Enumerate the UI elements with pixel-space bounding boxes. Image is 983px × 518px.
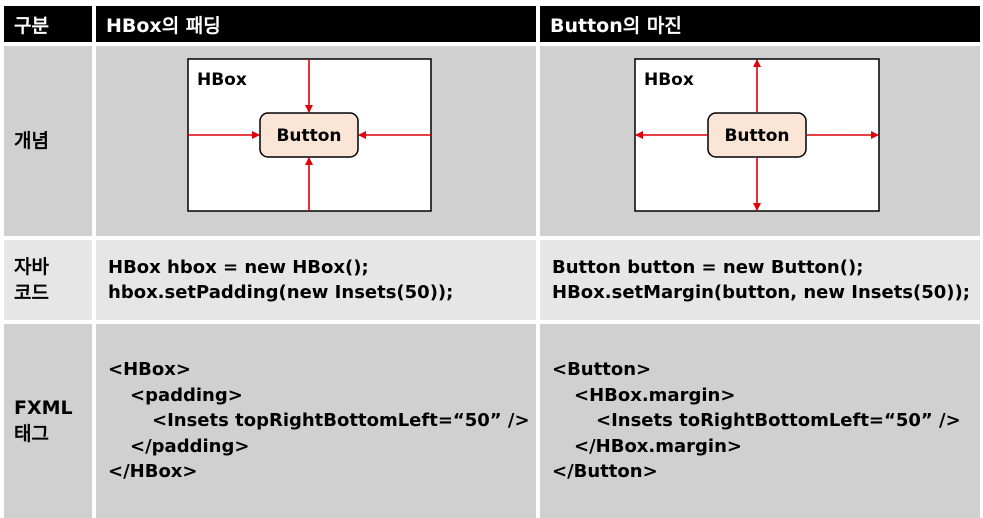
fxml-line: </padding> xyxy=(130,435,250,457)
fxml-line: <HBox> xyxy=(108,359,191,381)
padding-diagram-cell: HBox Button xyxy=(96,46,536,236)
fxml-line: </HBox> xyxy=(108,461,198,483)
header-padding-text: HBox의 패딩 xyxy=(106,14,221,37)
button-rect xyxy=(707,112,807,158)
fxml-line: <Button> xyxy=(552,359,652,381)
padding-diagram: HBox Button xyxy=(187,58,432,212)
fxml-line: <Insets toRightBottomLeft=“50” /> xyxy=(596,410,961,432)
header-category-text: 구분 xyxy=(14,14,49,37)
fxml-line: <Insets topRightBottomLeft=“50” /> xyxy=(152,410,530,432)
code-line: HBox.setMargin(button, new Insets(50)); xyxy=(552,282,970,303)
hbox-label: HBox xyxy=(644,70,694,90)
code-line: hbox.setPadding(new Insets(50)); xyxy=(108,282,454,303)
comparison-table: 구분 HBox의 패딩 Button의 마진 개념 HBox Button xyxy=(4,6,980,518)
row-label-concept: 개념 xyxy=(4,46,92,236)
header-padding: HBox의 패딩 xyxy=(96,6,536,42)
padding-fxml-code: <HBox> <padding> <Insets topRightBottomL… xyxy=(96,324,536,518)
fxml-line: </Button> xyxy=(552,461,658,483)
margin-java-code: Button button = new Button(); HBox.setMa… xyxy=(540,240,980,320)
header-margin: Button의 마진 xyxy=(540,6,980,42)
row-label-fxml: FXML 태그 xyxy=(4,324,92,518)
row-label-java-line1: 자바 xyxy=(14,256,49,278)
header-category: 구분 xyxy=(4,6,92,42)
row-label-java-line2: 코드 xyxy=(14,282,49,304)
button-label: Button xyxy=(724,126,789,146)
header-margin-text: Button의 마진 xyxy=(550,14,682,37)
margin-fxml-code: <Button> <HBox.margin> <Insets toRightBo… xyxy=(540,324,980,518)
hbox-label: HBox xyxy=(197,70,247,90)
code-line: Button button = new Button(); xyxy=(552,257,864,278)
code-line: HBox hbox = new HBox(); xyxy=(108,257,369,278)
row-label-concept-text: 개념 xyxy=(14,130,49,152)
padding-java-code: HBox hbox = new HBox(); hbox.setPadding(… xyxy=(96,240,536,320)
margin-diagram: HBox Button xyxy=(634,58,880,212)
button-label: Button xyxy=(276,126,341,146)
margin-diagram-cell: HBox Button xyxy=(540,46,980,236)
fxml-line: <padding> xyxy=(130,384,243,406)
row-label-java: 자바 코드 xyxy=(4,240,92,320)
row-label-fxml-line2: 태그 xyxy=(14,423,49,445)
fxml-line: <HBox.margin> xyxy=(574,384,736,406)
row-label-fxml-line1: FXML xyxy=(14,397,73,419)
fxml-line: </HBox.margin> xyxy=(574,435,742,457)
